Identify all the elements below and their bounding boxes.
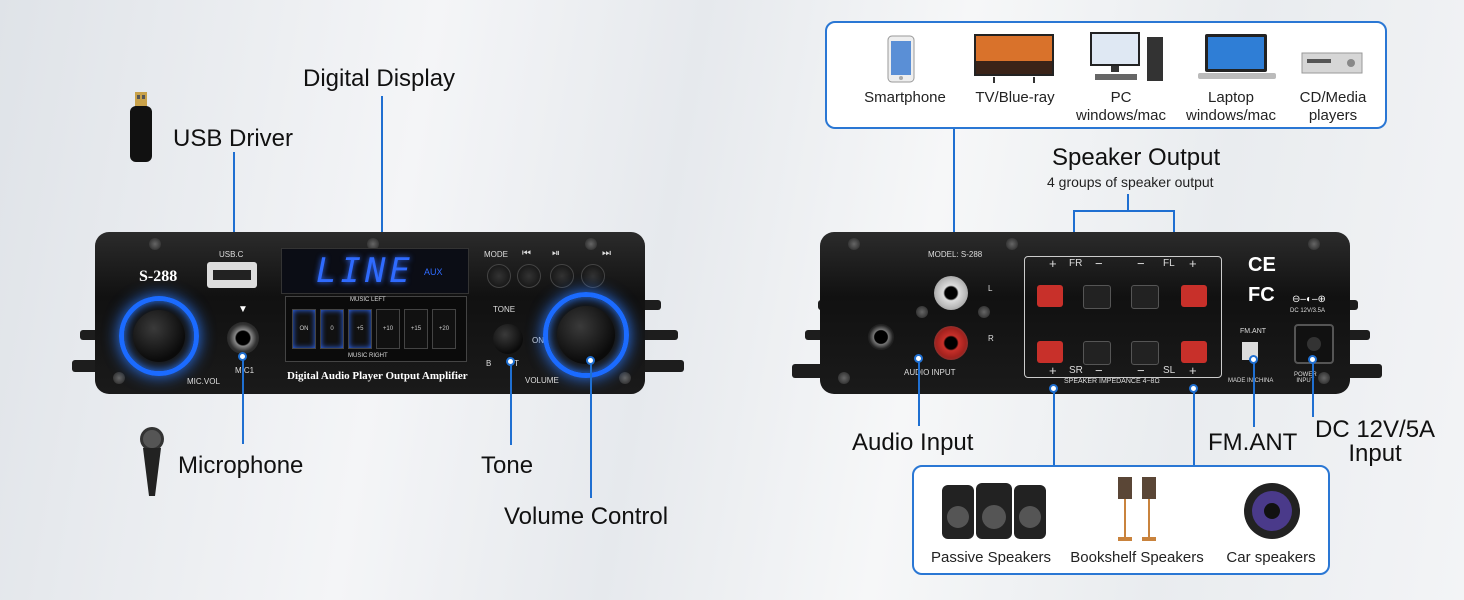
eq-level-1: 0 (320, 309, 344, 349)
speaker-terminal-block: + FR − − FL + + SR − − SL + (1024, 256, 1222, 378)
volume-ring (543, 292, 629, 378)
microphone-icon (138, 426, 166, 498)
mic-vol-label: MIC.VOL (187, 377, 220, 386)
mic-volume-ring (119, 296, 199, 376)
bookshelf-speakers-icon (1114, 475, 1162, 550)
source-label-pc: PC windows/mac (1075, 89, 1167, 124)
tone-callout: Tone (481, 452, 534, 479)
audio-input-label: AUDIO INPUT (904, 368, 956, 377)
source-label-smartphone: Smartphone (864, 89, 946, 106)
source-label-tv: TV/Blue-ray (975, 89, 1055, 106)
audio-input-jack[interactable] (868, 324, 894, 350)
source-label-cd: CD/Media players (1299, 89, 1367, 124)
mic1-label: MIC1 (235, 366, 255, 375)
usb-stick-icon (128, 92, 154, 162)
input-sources-panel: Smartphone TV/Blue-ray PC windows/mac La… (825, 21, 1387, 129)
eq-level-0: ON (292, 309, 316, 349)
prev-icon: ⏮ (522, 248, 531, 259)
car-speaker-icon (1242, 481, 1302, 546)
display-text: LINE (316, 251, 414, 291)
usb-c-label: USB.C (219, 250, 244, 259)
ce-mark: CE (1248, 254, 1276, 276)
prev-button[interactable] (517, 264, 541, 288)
eq-level-2: +5 (348, 309, 372, 349)
next-button[interactable] (581, 264, 605, 288)
usb-driver-callout: USB Driver (173, 125, 294, 152)
microphone-callout: Microphone (178, 452, 304, 479)
mic-volume-knob[interactable] (133, 310, 185, 362)
mic-jack[interactable] (227, 322, 259, 354)
rca-right-red[interactable] (934, 326, 968, 360)
eq-level-5: +20 (432, 309, 456, 349)
fc-mark: FC (1248, 284, 1275, 306)
speaker-output-subtitle: 4 groups of speaker output (1047, 174, 1214, 190)
passive-speakers-icon (940, 481, 1050, 546)
tone-knob[interactable] (493, 324, 523, 354)
play-pause-button[interactable] (550, 264, 574, 288)
volume-control-callout: Volume Control (504, 503, 669, 530)
source-label-laptop: Laptop windows/mac (1185, 89, 1277, 124)
amplifier-front-panel: S-288 USB.C MIC.VOL ▼ MIC1 LINE AUX MUSI… (95, 232, 645, 394)
speaker-label-bookshelf: Bookshelf Speakers (1070, 549, 1204, 566)
speakers-panel: Passive Speakers Bookshelf Speakers Car … (912, 465, 1330, 575)
mode-button[interactable] (487, 264, 511, 288)
usb-port[interactable] (207, 262, 257, 288)
pc-icon (1089, 31, 1169, 88)
model-label: S-288 (139, 268, 178, 285)
next-icon: ⏭ (602, 248, 611, 259)
smartphone-icon (887, 35, 915, 88)
cd-player-icon (1301, 49, 1363, 80)
amplifier-rear-panel: MODEL: S-288 L R AUDIO INPUT + FR − − FL… (820, 232, 1350, 394)
eq-level-4: +15 (404, 309, 428, 349)
audio-input-callout: Audio Input (852, 429, 974, 456)
volume-knob[interactable] (557, 306, 615, 364)
eq-level-3: +10 (376, 309, 400, 349)
tv-icon (973, 33, 1055, 88)
laptop-icon (1197, 33, 1277, 88)
speaker-output-callout: Speaker Output (1052, 144, 1221, 171)
display-aux: AUX (424, 267, 443, 277)
digital-display-callout: Digital Display (303, 65, 456, 92)
amp-title: Digital Audio Player Output Amplifier (287, 370, 468, 382)
speaker-label-passive: Passive Speakers (930, 549, 1052, 566)
rca-left-white[interactable] (934, 276, 968, 310)
digital-display: LINE AUX (281, 248, 469, 294)
dc-input-callout: DC 12V/5A Input (1315, 416, 1436, 467)
play-pause-icon: ⏯ (552, 248, 560, 259)
fm-ant-callout: FM.ANT (1208, 429, 1298, 456)
speaker-label-car: Car speakers (1226, 549, 1316, 566)
dc-polarity-icon: ⊖–◐–⊕ (1292, 294, 1326, 305)
